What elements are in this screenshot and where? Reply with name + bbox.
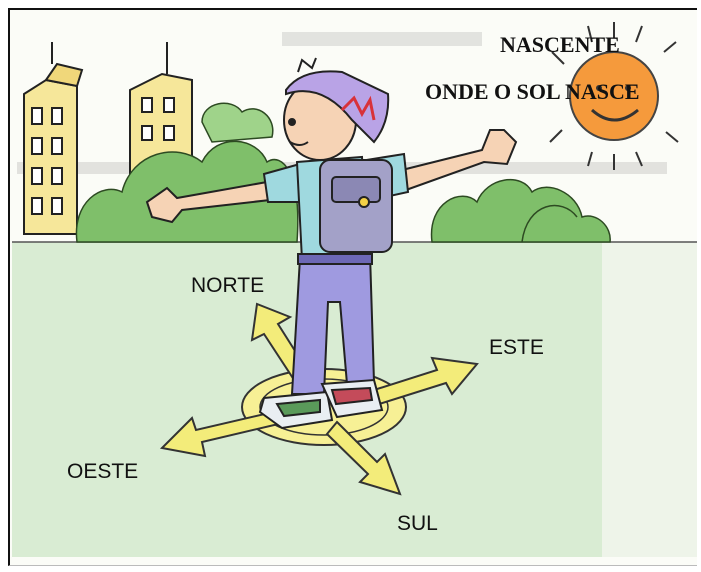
north-label: NORTE	[191, 274, 265, 297]
south-arrow	[325, 420, 402, 496]
bushes	[75, 102, 611, 243]
sunrise-description-label: ONDE O SOL NASCE	[425, 79, 640, 104]
sun-icon	[549, 22, 679, 170]
south-label: SUL	[397, 512, 438, 535]
nascente-label: NASCENTE	[500, 32, 620, 57]
boy-figure	[145, 57, 518, 430]
cap	[285, 70, 390, 144]
compass-scene	[12, 22, 697, 557]
west-label: OESTE	[67, 460, 139, 483]
illustration-frame: NASCENTE ONDE O SOL NASCE NORTE ESTE OES…	[8, 8, 697, 566]
east-label: ESTE	[489, 336, 544, 359]
